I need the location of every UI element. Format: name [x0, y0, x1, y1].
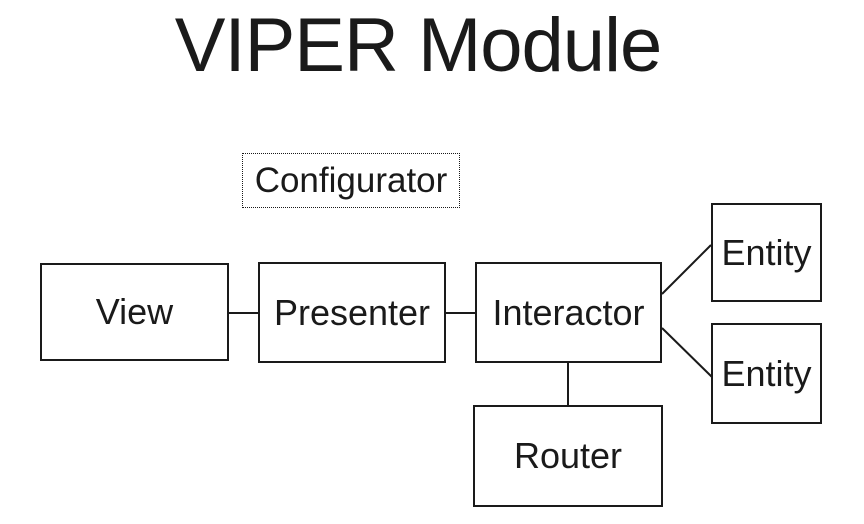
- node-entity-top-label: Entity: [721, 231, 812, 273]
- node-configurator-label: Configurator: [254, 160, 448, 200]
- node-interactor: Interactor: [475, 262, 662, 363]
- node-entity-bottom-label: Entity: [721, 352, 812, 394]
- node-view-label: View: [95, 291, 174, 332]
- connector-interactor-entity-bottom: [661, 327, 714, 379]
- node-router: Router: [473, 405, 663, 507]
- diagram-title: VIPER Module: [174, 3, 662, 88]
- connector-interactor-entity-top: [661, 244, 712, 295]
- node-view: View: [40, 263, 229, 361]
- node-presenter-label: Presenter: [273, 291, 431, 333]
- node-router-label: Router: [513, 435, 623, 476]
- node-interactor-label: Interactor: [492, 291, 645, 333]
- node-entity-bottom: Entity: [711, 323, 822, 424]
- node-configurator: Configurator: [242, 153, 460, 208]
- node-presenter: Presenter: [258, 262, 446, 363]
- node-entity-top: Entity: [711, 203, 822, 302]
